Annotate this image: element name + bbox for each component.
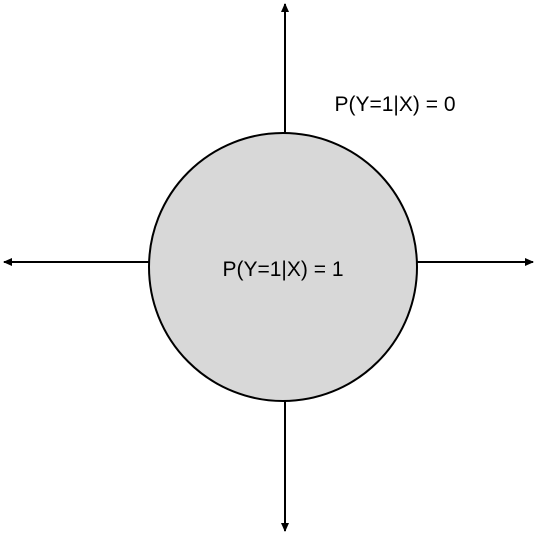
outside-region-label: P(Y=1|X) = 0 [334,93,455,116]
positive-region-circle [148,132,418,402]
inside-region-label: P(Y=1|X) = 1 [222,258,343,281]
